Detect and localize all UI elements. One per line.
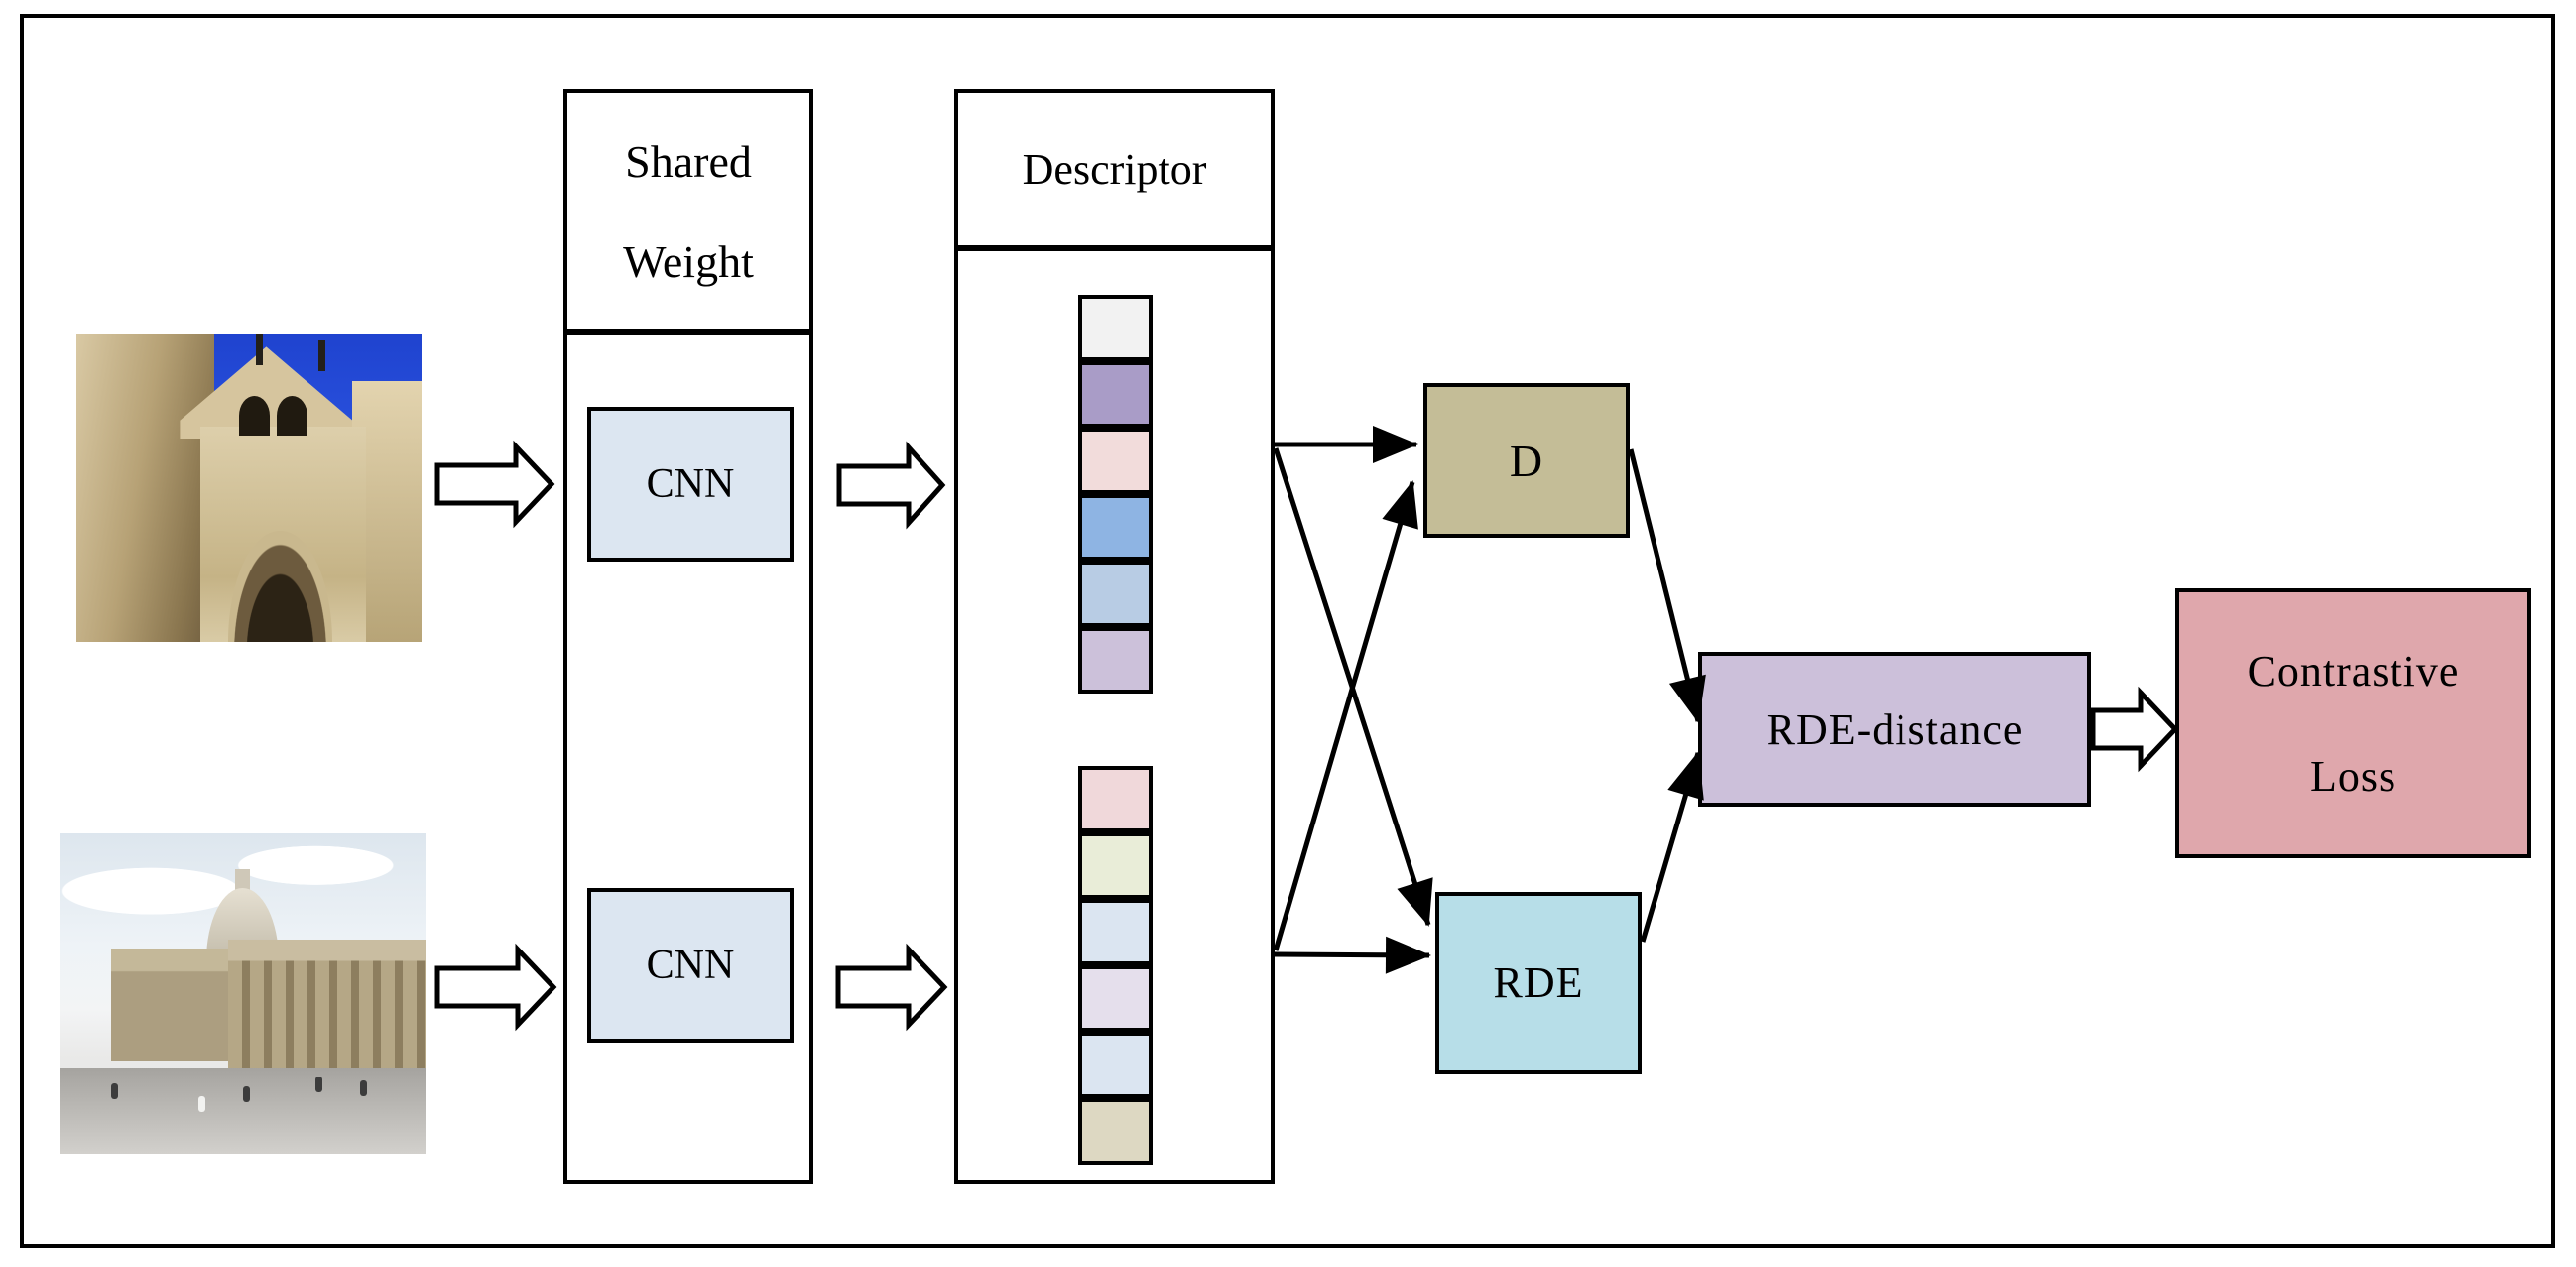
basilica-plaza [60, 1067, 426, 1154]
cnn-box-bottom: CNN [587, 888, 794, 1043]
contrastive-loss-node: Contrastive Loss [2175, 588, 2531, 858]
cathedral-window [276, 396, 308, 437]
shared-weight-box: Shared Weight CNN CNN [563, 89, 813, 1184]
descriptor-cell [1078, 832, 1153, 899]
person-figure [110, 1082, 118, 1099]
basilica-colonnade [227, 939, 426, 1075]
descriptor-cell [1078, 361, 1153, 428]
descriptor-cell [1078, 1098, 1153, 1165]
query-photo-basilica [60, 833, 426, 1154]
cathedral-spire [317, 340, 325, 372]
person-figure [242, 1086, 250, 1103]
descriptor-cell [1078, 1032, 1153, 1098]
descriptor-cell [1078, 561, 1153, 627]
rde-distance-node: RDE-distance [1698, 652, 2091, 807]
descriptor-cell [1078, 494, 1153, 561]
d-node-label: D [1509, 435, 1544, 486]
rde-node: RDE [1435, 892, 1642, 1074]
descriptor-vector-bottom [1078, 766, 1153, 1165]
contrastive-loss-label-line2: Loss [2309, 751, 2397, 801]
cathedral-spire [255, 334, 263, 365]
shared-weight-label-line2: Weight [623, 236, 754, 287]
rde-node-label: RDE [1493, 958, 1584, 1007]
rde-distance-label: RDE-distance [1766, 704, 2024, 754]
descriptor-cell [1078, 428, 1153, 494]
basilica-facade [110, 949, 236, 1062]
descriptor-vector-top [1078, 295, 1153, 694]
descriptor-box: Descriptor [954, 89, 1275, 1184]
d-node: D [1423, 383, 1630, 538]
basilica-lantern [235, 868, 250, 895]
descriptor-cell [1078, 295, 1153, 361]
contrastive-loss-label-line1: Contrastive [2247, 646, 2460, 696]
person-figure [315, 1077, 323, 1093]
person-figure [198, 1095, 206, 1112]
descriptor-header: Descriptor [958, 93, 1271, 251]
descriptor-cell [1078, 766, 1153, 832]
descriptor-title: Descriptor [1022, 145, 1207, 193]
cathedral-left-tower [76, 334, 215, 642]
shared-weight-label-line1: Shared [625, 136, 752, 187]
descriptor-cell [1078, 627, 1153, 694]
cathedral-window [238, 396, 270, 437]
descriptor-cell [1078, 899, 1153, 965]
shared-weight-header: Shared Weight [567, 93, 809, 335]
cnn-bottom-label: CNN [646, 943, 735, 988]
person-figure [359, 1079, 367, 1096]
query-photo-cathedral [76, 334, 422, 642]
cnn-top-label: CNN [646, 461, 735, 507]
cnn-box-top: CNN [587, 407, 794, 562]
descriptor-cell [1078, 965, 1153, 1032]
